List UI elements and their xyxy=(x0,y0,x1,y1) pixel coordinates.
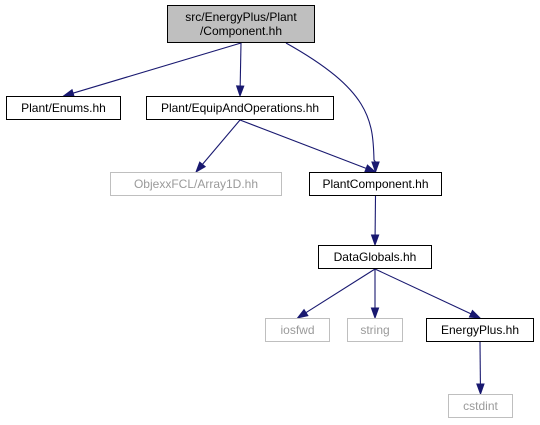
arrowhead-energyplus-to-cstdint xyxy=(476,383,485,396)
arrowhead-equip-to-plantcomponent xyxy=(364,164,377,173)
node-dataglobals-hh[interactable]: DataGlobals.hh xyxy=(318,245,432,269)
node-plantcomponent-hh[interactable]: PlantComponent.hh xyxy=(309,172,442,196)
node-component-hh[interactable]: src/EnergyPlus/Plant /Component.hh xyxy=(167,5,315,43)
node-energyplus-hh[interactable]: EnergyPlus.hh xyxy=(426,318,534,342)
edge-component-to-plantcomponent xyxy=(285,42,376,163)
node-iosfwd[interactable]: iosfwd xyxy=(265,318,330,342)
node-plant-enums-hh-label: Plant/Enums.hh xyxy=(21,101,106,115)
node-plant-equipandoperations-hh-label: Plant/EquipAndOperations.hh xyxy=(160,101,320,115)
node-iosfwd-label: iosfwd xyxy=(280,323,315,337)
edge-dataglobals-to-iosfwd xyxy=(304,268,376,314)
arrowhead-dataglobals-to-energyplus xyxy=(468,309,482,319)
edge-component-to-equip xyxy=(239,42,242,88)
arrowhead-component-to-equip xyxy=(235,85,245,98)
node-string[interactable]: string xyxy=(347,318,403,342)
arrowhead-dataglobals-to-string xyxy=(370,307,380,320)
node-cstdint[interactable]: cstdint xyxy=(448,394,513,418)
arrowhead-component-to-plantcomponent xyxy=(371,161,380,174)
node-dataglobals-hh-label: DataGlobals.hh xyxy=(333,250,417,264)
arrowhead-equip-to-objexx xyxy=(195,161,207,174)
edge-equip-to-plantcomponent xyxy=(239,119,368,170)
node-cstdint-label: cstdint xyxy=(463,399,498,413)
node-component-hh-line-1: src/EnergyPlus/Plant xyxy=(185,10,297,24)
node-objexxfcl-array1d-hh-label: ObjexxFCL/Array1D.hh xyxy=(133,177,259,191)
node-energyplus-hh-label: EnergyPlus.hh xyxy=(440,323,520,337)
node-component-hh-line-2: /Component.hh xyxy=(199,24,283,38)
node-plantcomponent-hh-label: PlantComponent.hh xyxy=(322,177,429,191)
node-plant-enums-hh[interactable]: Plant/Enums.hh xyxy=(6,96,121,120)
arrowhead-dataglobals-to-iosfwd xyxy=(296,308,309,319)
edge-dataglobals-to-energyplus xyxy=(374,268,473,315)
edge-component-to-enums xyxy=(71,42,242,94)
edge-equip-to-objexx xyxy=(201,119,241,166)
node-string-label: string xyxy=(360,323,390,337)
node-plant-equipandoperations-hh[interactable]: Plant/EquipAndOperations.hh xyxy=(146,96,334,120)
node-objexxfcl-array1d-hh[interactable]: ObjexxFCL/Array1D.hh xyxy=(110,172,282,196)
arrowhead-plantcomponent-to-dataglobals xyxy=(370,234,380,247)
